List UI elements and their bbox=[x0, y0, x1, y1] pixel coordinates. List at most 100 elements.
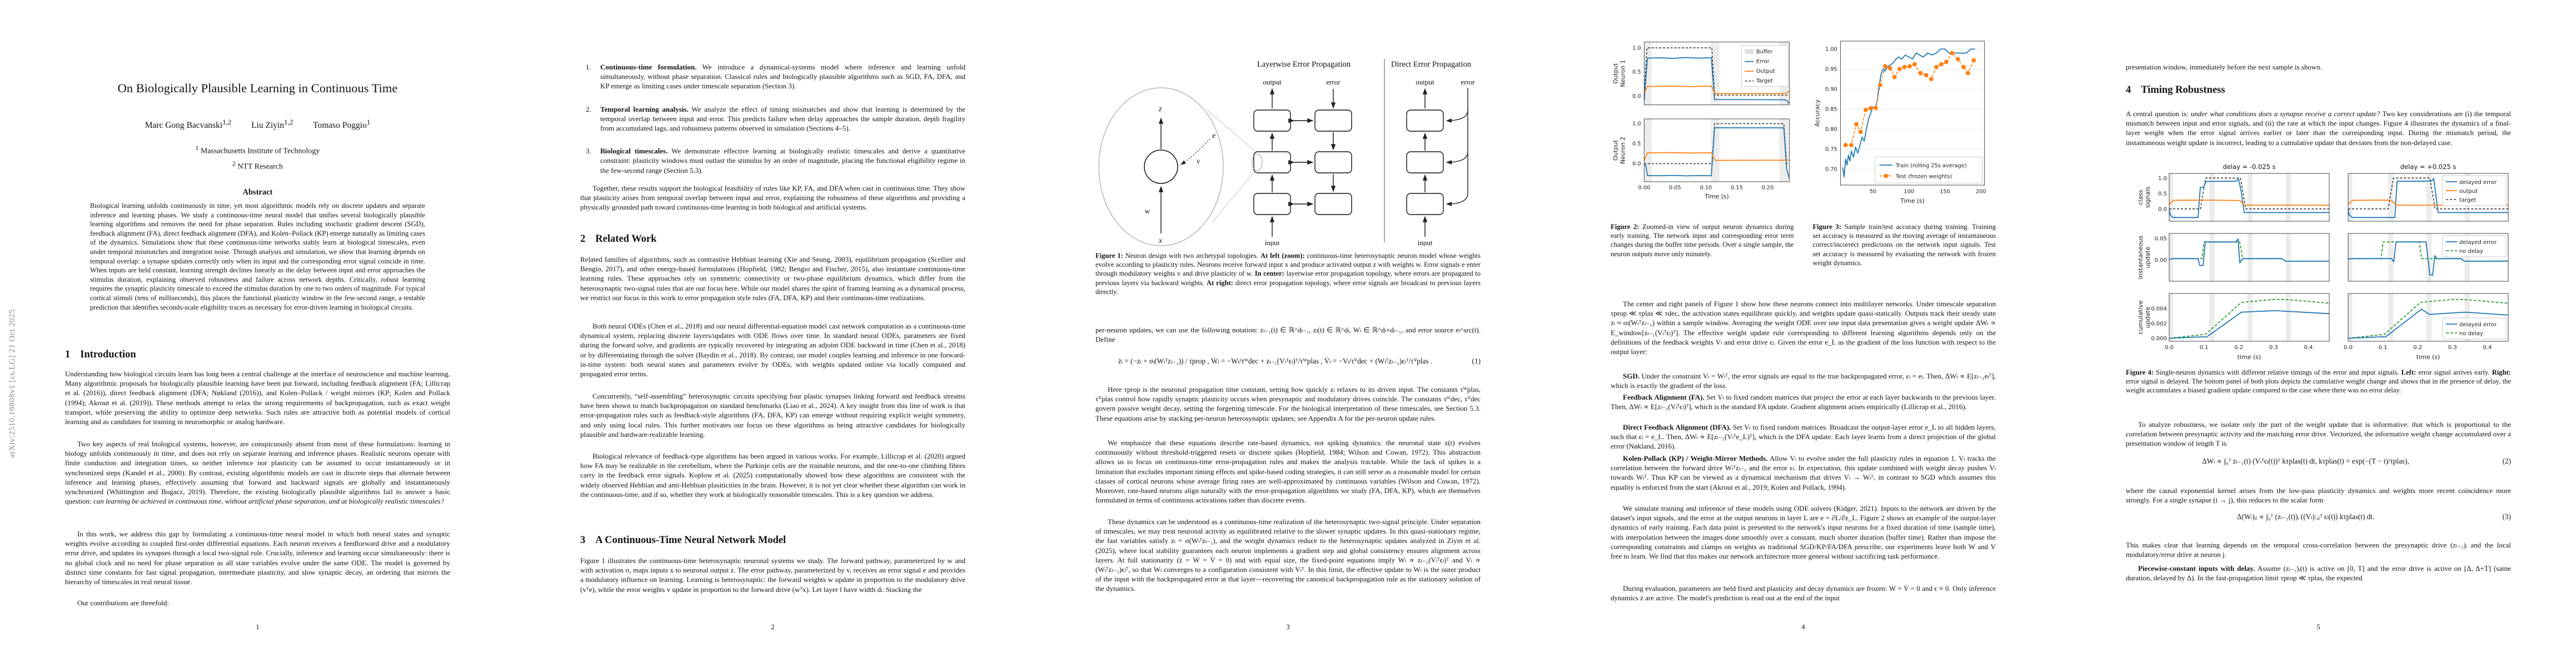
page-3: z x w e v Layerwise Error Propagation ou… bbox=[1030, 0, 1546, 667]
svg-text:input: input bbox=[1418, 238, 1433, 246]
author: Liu Ziyin1,2 bbox=[251, 118, 293, 131]
svg-text:Buffer: Buffer bbox=[1756, 49, 1773, 55]
svg-text:1.0: 1.0 bbox=[1632, 121, 1641, 127]
paragraph-dfa: Direct Feedback Alignment (DFA). Set Vₗ … bbox=[1611, 423, 1996, 451]
page-number: 5 bbox=[2316, 623, 2320, 631]
svg-text:time (s): time (s) bbox=[2416, 354, 2440, 361]
svg-text:delay = -0.025 s: delay = -0.025 s bbox=[2223, 163, 2275, 171]
figure-4-row2-legend: delayed error no delay bbox=[2442, 235, 2507, 257]
label-x: x bbox=[1158, 237, 1163, 245]
svg-text:0.004: 0.004 bbox=[2151, 306, 2167, 312]
svg-text:Output: Output bbox=[1612, 140, 1620, 161]
svg-text:delayed error: delayed error bbox=[2459, 240, 2497, 246]
paragraph: We simulate training and inference of th… bbox=[1611, 504, 1996, 561]
paragraph-fa: Feedback Alignment (FA). Set Vₗ to fixed… bbox=[1611, 393, 1996, 411]
contribution-list: 1.Continuous-time formulation. We introd… bbox=[580, 62, 965, 183]
abstract-text: Biological learning unfolds continuously… bbox=[90, 202, 425, 311]
figure-1-caption: Figure 1: Neuron design with two archety… bbox=[1095, 252, 1481, 296]
svg-text:0.2: 0.2 bbox=[2413, 345, 2422, 351]
figure-3-legend: Train (rolling 25s average) Test (frozen… bbox=[1875, 156, 1983, 183]
page-4: 1.0 0.5 0.0 Buffer Error Output Target O… bbox=[1546, 0, 2061, 667]
label-v: v bbox=[1197, 157, 1200, 166]
paragraph: This makes clear that learning depends o… bbox=[2126, 541, 2511, 559]
page-5: presentation window, immediately before … bbox=[2061, 0, 2576, 667]
svg-text:1.00: 1.00 bbox=[1825, 46, 1837, 52]
paragraph: Our contributions are threefold: bbox=[77, 599, 169, 607]
paragraph: In this work, we address this gap by for… bbox=[65, 530, 450, 586]
svg-text:instantaneous: instantaneous bbox=[2137, 236, 2144, 279]
figure-4-row1-legend: delayed error output target bbox=[2442, 175, 2507, 206]
neuron-circle bbox=[1144, 150, 1178, 184]
svg-text:Output: Output bbox=[1612, 63, 1620, 84]
paragraph: We emphasize that these equations descri… bbox=[1095, 439, 1481, 505]
svg-text:error: error bbox=[1461, 78, 1475, 86]
svg-text:Neuron 2: Neuron 2 bbox=[1619, 137, 1626, 164]
svg-text:0.1: 0.1 bbox=[2379, 345, 2388, 351]
svg-text:0.2: 0.2 bbox=[2234, 345, 2243, 351]
svg-text:0.05: 0.05 bbox=[1669, 185, 1681, 191]
svg-text:0.4: 0.4 bbox=[2483, 345, 2492, 351]
figure-3-accuracy-chart: 1.00 0.95 0.90 0.85 0.80 0.75 0.70 50 10… bbox=[1813, 41, 1986, 205]
svg-text:0.10: 0.10 bbox=[1700, 185, 1712, 191]
label-w: w bbox=[1145, 207, 1150, 216]
figure-2-output-neuron-chart: 1.0 0.5 0.0 Buffer Error Output Target O… bbox=[1612, 42, 1790, 200]
paragraph: Figure 1 illustrates the continuous-time… bbox=[580, 556, 965, 594]
page-2: 1.Continuous-time formulation. We introd… bbox=[515, 0, 1030, 667]
label-e: e bbox=[1212, 132, 1215, 140]
svg-text:class: class bbox=[2137, 190, 2144, 205]
paragraph: per-neuron updates, we can use the follo… bbox=[1095, 326, 1481, 344]
list-item: 1.Continuous-time formulation. We introd… bbox=[586, 63, 965, 91]
svg-text:input: input bbox=[1265, 238, 1280, 246]
svg-text:Test (frozen weights): Test (frozen weights) bbox=[1895, 173, 1952, 180]
affiliation: 1 Massachusetts Institute of Technology bbox=[195, 145, 320, 156]
svg-text:200: 200 bbox=[1976, 189, 1986, 195]
panel-title: Layerwise Error Propagation bbox=[1257, 60, 1351, 69]
svg-text:0.0: 0.0 bbox=[2158, 206, 2167, 212]
figure-2-caption: Figure 2: Zoomed-in view of output neuro… bbox=[1611, 223, 1794, 258]
svg-text:output: output bbox=[1263, 78, 1282, 86]
paper-title: On Biologically Plausible Learning in Co… bbox=[117, 81, 398, 95]
figure-4-caption: Figure 4: Single-neuron dynamics with di… bbox=[2126, 369, 2511, 395]
svg-text:0.90: 0.90 bbox=[1825, 87, 1837, 93]
svg-text:Train (rolling 25s average): Train (rolling 25s average) bbox=[1895, 163, 1967, 169]
label-z: z bbox=[1158, 105, 1162, 113]
svg-text:0.5: 0.5 bbox=[1632, 141, 1641, 147]
paragraph: Biological relevance of feedback-type al… bbox=[580, 452, 965, 499]
svg-text:0.85: 0.85 bbox=[1825, 107, 1837, 113]
equation-2: ΔWₗ ∝ ∫₀ᵀ zₗ₋₁(t) (Vₗᵀϵₗ(t))ᵀ kτplas(t) … bbox=[2202, 457, 2511, 465]
paragraph: Together, these results support the biol… bbox=[580, 184, 965, 212]
equation-3: Δ(Wₗ)ᵢⱼ ∝ ∫₀ᵀ (zₗ₋₁(t))ᵢ ((Vₗ):,ⱼᵀ ϵₗ(t)… bbox=[2236, 512, 2511, 521]
svg-text:0.0: 0.0 bbox=[2344, 345, 2353, 351]
page-number: 3 bbox=[1286, 623, 1290, 631]
svg-text:0.3: 0.3 bbox=[2448, 345, 2457, 351]
figure-3-caption: Figure 3: Sample train/test accuracy dur… bbox=[1812, 223, 1996, 267]
test-markers bbox=[1843, 51, 1976, 147]
svg-text:0.95: 0.95 bbox=[1825, 66, 1837, 72]
abstract-heading: Abstract bbox=[242, 188, 273, 197]
svg-text:0.000: 0.000 bbox=[2151, 336, 2167, 342]
svg-text:delay = +0.025 s: delay = +0.025 s bbox=[2400, 163, 2457, 171]
svg-text:time (s): time (s) bbox=[2238, 354, 2261, 361]
svg-text:Output: Output bbox=[1756, 68, 1775, 74]
list-item: 3.Biological timescales. We demonstrate … bbox=[586, 147, 966, 175]
svg-text:0.0: 0.0 bbox=[2165, 345, 2174, 351]
paragraph: Two key aspects of real biological syste… bbox=[65, 440, 450, 506]
paragraph: To analyze robustness, we isolate only t… bbox=[2126, 420, 2511, 448]
figure-row: 1.0 0.5 0.0 Buffer Error Output Target O… bbox=[1611, 31, 1996, 215]
arxiv-watermark: arXiv:2510.18808v1 [cs.LG] 21 Oct 2025 bbox=[8, 309, 17, 458]
caption-row: Figure 2: Zoomed-in view of output neuro… bbox=[1611, 222, 1996, 267]
panel-title: Direct Error Propagation bbox=[1391, 60, 1472, 69]
svg-text:1.0: 1.0 bbox=[1632, 45, 1641, 51]
svg-text:Time (s): Time (s) bbox=[1704, 193, 1729, 200]
svg-text:output: output bbox=[1416, 78, 1434, 86]
paragraph-piecewise: Piecewise-constant inputs with delay. As… bbox=[2126, 564, 2511, 583]
page-number: 1 bbox=[256, 623, 260, 631]
svg-text:0.15: 0.15 bbox=[1731, 185, 1743, 191]
paragraph: where the causal exponential kernel aris… bbox=[2126, 486, 2511, 505]
svg-text:0.002: 0.002 bbox=[2151, 321, 2167, 327]
svg-text:Neuron 1: Neuron 1 bbox=[1619, 60, 1626, 87]
svg-text:0.4: 0.4 bbox=[2304, 345, 2313, 351]
